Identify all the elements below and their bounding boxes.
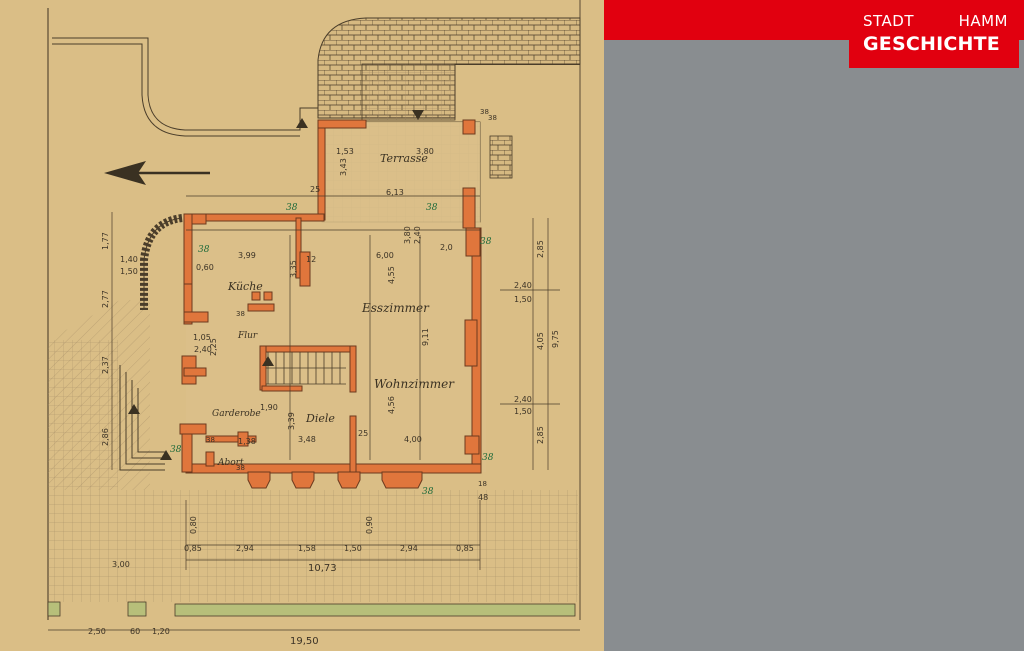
mark-label: 38 xyxy=(206,436,215,444)
dim-label: 2,25 xyxy=(209,338,218,356)
dim-label: 2,40 xyxy=(514,395,532,404)
dim-label: 2,40 xyxy=(514,281,532,290)
dim-label: 3,80 xyxy=(403,226,412,244)
dim-label: 0,80 xyxy=(189,516,198,534)
dim-label: 1,20 xyxy=(152,627,170,636)
dim-label: 1,53 xyxy=(336,147,354,156)
dim-label: 1,58 xyxy=(298,544,316,553)
dim-label: 38 xyxy=(488,114,497,122)
floor-plan-drawing: Terrasse Küche Esszimmer Wohnzimmer Diel… xyxy=(47,0,581,647)
dim-label: 3,00 xyxy=(112,560,130,569)
dim-label: 2,0 xyxy=(440,243,453,252)
staircase xyxy=(266,352,346,385)
dim-label: 1,38 xyxy=(238,437,256,446)
dim-label: 0,60 xyxy=(196,263,214,272)
mark-label: 38 xyxy=(236,310,245,318)
dim-label: 2,40 xyxy=(413,226,422,244)
room-toilet: Abort xyxy=(217,458,244,468)
dim-label: 3,80 xyxy=(416,147,434,156)
logo-text-geschichte: GESCHICHTE xyxy=(863,33,1000,55)
room-wardrobe: Garderobe xyxy=(212,409,261,419)
dim-label: 3,39 xyxy=(287,412,296,430)
dim-label: 6,13 xyxy=(386,188,404,197)
dim-label: 4,55 xyxy=(387,266,396,284)
dim-label: 2,37 xyxy=(101,356,110,374)
garden-grid xyxy=(48,490,578,602)
dim-label: 2,77 xyxy=(101,290,110,308)
mark-label: 38 xyxy=(286,203,298,213)
logo-text-hamm: HAMM xyxy=(958,12,1008,30)
mark-label: 38 xyxy=(482,453,494,463)
room-kitchen: Küche xyxy=(227,280,263,293)
dim-label: 1,50 xyxy=(120,267,138,276)
floor-plan-panel: Terrasse Küche Esszimmer Wohnzimmer Diel… xyxy=(0,0,604,651)
dim-label: 38 xyxy=(480,108,489,116)
dim-label: 2,85 xyxy=(536,240,545,258)
dim-label: 3,99 xyxy=(238,251,256,260)
room-dining: Esszimmer xyxy=(361,301,430,315)
mark-label: 38 xyxy=(170,445,182,455)
dim-label: 9,11 xyxy=(421,328,430,346)
stadt-hamm-geschichte-logo[interactable]: STADT HAMM GESCHICHTE xyxy=(849,0,1019,68)
house-walls xyxy=(179,119,482,489)
mark-label: 38 xyxy=(426,203,438,213)
dim-label: 0,85 xyxy=(184,544,202,553)
dim-label: 25 xyxy=(358,429,368,438)
dim-label: 2,86 xyxy=(101,428,110,446)
dim-label: 2,50 xyxy=(88,627,106,636)
dim-label: 1,05 xyxy=(193,333,211,342)
dim-label: 4,05 xyxy=(536,332,545,350)
mark-label: 38 xyxy=(480,237,492,247)
dim-label: 4,56 xyxy=(387,396,396,414)
dim-label: 1,40 xyxy=(120,255,138,264)
mark-label: 38 xyxy=(198,245,210,255)
dim-house-width: 10,73 xyxy=(308,563,337,574)
dim-label: 3,35 xyxy=(289,260,298,278)
dim-total-width: 19,50 xyxy=(290,636,319,647)
dim-label: 2,40 xyxy=(194,345,212,354)
dim-label: 1,77 xyxy=(101,232,110,250)
dim-label: 48 xyxy=(478,493,488,502)
dim-label: 9,75 xyxy=(551,330,560,348)
room-living: Wohnzimmer xyxy=(374,377,455,391)
room-hall: Diele xyxy=(305,412,335,425)
dim-label: 1,50 xyxy=(344,544,362,553)
logo-text-stadt: STADT xyxy=(863,12,914,30)
dim-label: 1,50 xyxy=(514,407,532,416)
dim-label: 2,94 xyxy=(236,544,254,553)
room-ante: Flur xyxy=(237,331,258,341)
dim-label: 3,48 xyxy=(298,435,316,444)
gray-side-panel xyxy=(604,0,1024,651)
dim-label: 1,50 xyxy=(514,295,532,304)
dim-label: 1,90 xyxy=(260,403,278,412)
dim-label: 4,00 xyxy=(404,435,422,444)
dim-label: 0,90 xyxy=(365,516,374,534)
mark-label: 38 xyxy=(422,487,434,497)
dim-label: 6,00 xyxy=(376,251,394,260)
room-terrace: Terrasse xyxy=(380,152,428,165)
dim-label: 2,94 xyxy=(400,544,418,553)
arrow-left-icon xyxy=(104,161,210,185)
dim-label: 3,43 xyxy=(339,158,348,176)
mark-label: 38 xyxy=(236,464,245,472)
dim-label: 25 xyxy=(310,185,320,194)
dim-label: 2,85 xyxy=(536,426,545,444)
dim-label: 12 xyxy=(306,255,316,264)
dim-label: 0,85 xyxy=(456,544,474,553)
mark-label: 18 xyxy=(478,480,487,488)
dim-label: 60 xyxy=(130,627,140,636)
